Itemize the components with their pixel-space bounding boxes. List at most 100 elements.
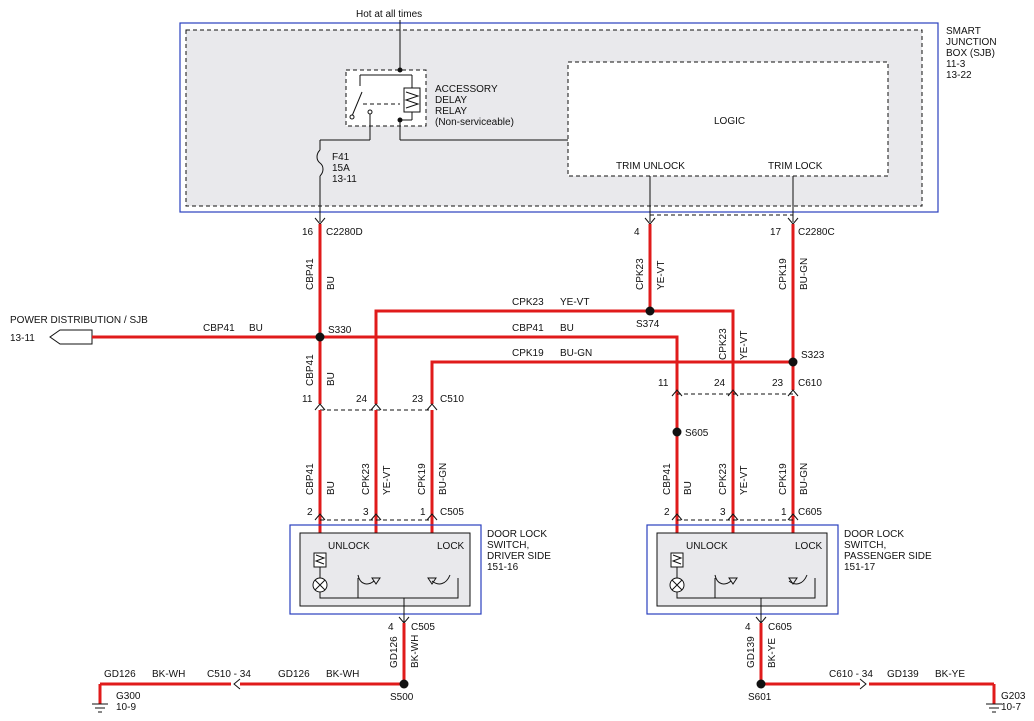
bk-ye-vertical-label: BK-YE — [767, 638, 778, 668]
c605-pin2-chevron — [671, 513, 683, 521]
cpk19-wire-horizontal — [430, 360, 793, 404]
relay-coil-zigzag — [404, 91, 420, 109]
power-cbp41-label: CBP41 — [203, 323, 235, 334]
c605-ground-label: C605 — [768, 622, 792, 633]
s330-label: S330 — [328, 325, 352, 336]
c510-34-chevron — [233, 678, 241, 690]
g203-ref: 10-7 — [1001, 702, 1021, 713]
pass-switch-label-3: PASSENGER SIDE — [844, 551, 932, 562]
c510-34-label: C510 - 34 — [207, 669, 251, 680]
upper-cbp41-label: CBP41 — [305, 258, 316, 290]
s500-label: S500 — [390, 692, 414, 703]
c610-34-label: C610 - 34 — [829, 669, 873, 680]
driver-cbp41-label: CBP41 — [305, 463, 316, 495]
relay-junction-1 — [397, 67, 403, 73]
s605-label: S605 — [685, 428, 709, 439]
driver-lock-label: LOCK — [437, 541, 465, 552]
gd139-label: GD139 — [887, 669, 919, 680]
cbp41-wire-horizontal — [320, 335, 679, 404]
gd126-label-right: GD126 — [278, 669, 310, 680]
c605-label: C605 — [798, 507, 822, 518]
bk-wh-vertical-label: BK-WH — [410, 635, 421, 668]
c505-pin2-chevron — [314, 513, 326, 521]
upper-cpk19-label: CPK19 — [778, 258, 789, 290]
pass-lock-arrow-icon — [788, 577, 798, 585]
c2280c-pin17-label: 17 — [770, 227, 782, 238]
pass-switch-label-2: SWITCH, — [844, 540, 886, 551]
pass-unlock-contact-icon — [714, 574, 732, 585]
c510-label: C510 — [440, 394, 464, 405]
s374-label: S374 — [636, 319, 660, 330]
pass-bu-label: BU — [683, 481, 694, 495]
gd126-vertical-label: GD126 — [389, 636, 400, 668]
c605-pin1-chevron — [787, 513, 799, 521]
driver-switch-label-3: DRIVER SIDE — [487, 551, 551, 562]
c610-pin11-label: 11 — [658, 378, 669, 389]
c610-pin24-label: 24 — [714, 378, 726, 389]
c610-pin23-label: 23 — [772, 378, 784, 389]
c605-pin1-label: 1 — [781, 507, 787, 518]
mid-bu-label: BU — [560, 323, 574, 334]
top-cpk23-label: CPK23 — [512, 297, 544, 308]
pass-resistor-zigzag — [671, 554, 683, 565]
sjb-title-line-3: BOX (SJB) — [946, 48, 995, 59]
c610-34-chevron — [859, 678, 867, 690]
hot-at-all-times-label: Hot at all times — [356, 9, 422, 20]
c505-pin2-label: 2 — [307, 507, 313, 518]
driver-switch-outer — [289, 524, 482, 615]
pass-switch-outer — [646, 524, 839, 615]
driver-unlock-label: UNLOCK — [328, 541, 370, 552]
sjb-title-line-4: 11-3 — [946, 59, 966, 70]
c505-pin1-chevron — [426, 513, 438, 521]
driver-bu-gn-label: BU-GN — [438, 463, 449, 495]
pass-switch-circuit — [676, 578, 816, 606]
driver-cpk19-label: CPK19 — [417, 463, 428, 495]
mid-cbp41-label: CBP41 — [512, 323, 544, 334]
pass-unlock-label: UNLOCK — [686, 541, 728, 552]
driver-switch-inner — [299, 532, 471, 607]
c510-pin23-chevron — [426, 403, 438, 411]
pass-lock-contact-icon — [788, 574, 808, 585]
fuse-label-line-3: 13-11 — [332, 174, 357, 185]
power-distribution-ref: 13-11 — [10, 333, 35, 344]
driver-switch-label-4: 151-16 — [487, 562, 519, 573]
gd126-label: GD126 — [104, 669, 136, 680]
upper-cpk23-label: CPK23 — [635, 258, 646, 290]
logic-box — [567, 61, 889, 177]
c505-pin1-label: 1 — [420, 507, 426, 518]
driver-unlock-arrow-icon — [371, 577, 381, 585]
power-distribution-label: POWER DISTRIBUTION / SJB — [10, 315, 148, 326]
pass-lock-label: LOCK — [795, 541, 823, 552]
driver-lock-arrow-icon — [427, 577, 437, 585]
bk-wh-label-left: BK-WH — [152, 669, 185, 680]
pass-bu-gn-label: BU-GN — [799, 463, 810, 495]
pass-cpk19-label: CPK19 — [778, 463, 789, 495]
driver-switch-label-1: DOOR LOCK — [487, 529, 547, 540]
c505-pin3-chevron — [370, 513, 382, 521]
fuse-icon — [316, 149, 324, 177]
low-bu-gn-label: BU-GN — [560, 348, 592, 359]
relay-label-line-1: ACCESSORY — [435, 84, 498, 95]
fuse-label-line-2: 15A — [332, 163, 350, 174]
s500-splice — [399, 679, 409, 689]
c605-ground-pin4-label: 4 — [745, 622, 751, 633]
c605-pin3-chevron — [727, 513, 739, 521]
c510-pin24-label: 24 — [356, 394, 368, 405]
c510-pin11-label: 11 — [302, 394, 313, 405]
g203-ground-icon — [986, 703, 1002, 713]
s330-below-cbp41-label: CBP41 — [305, 354, 316, 386]
c510-pin23-label: 23 — [412, 394, 424, 405]
c505-ground-pin4-label: 4 — [388, 622, 394, 633]
relay-contact-dot — [349, 114, 355, 120]
c505-pin3-label: 3 — [363, 507, 369, 518]
g300-label: G300 — [116, 691, 141, 702]
driver-resistor-zigzag — [314, 554, 326, 565]
upper-ye-vt-label: YE-VT — [656, 261, 667, 290]
driver-switch-label-2: SWITCH, — [487, 540, 529, 551]
cpk23-wire-horizontal — [374, 309, 735, 404]
relay-label-line-2: DELAY — [435, 95, 467, 106]
pass-switch-inner — [656, 532, 828, 607]
c2280d-pin16-label: 16 — [302, 227, 314, 238]
pass-unlock-arrow-icon — [728, 577, 738, 585]
